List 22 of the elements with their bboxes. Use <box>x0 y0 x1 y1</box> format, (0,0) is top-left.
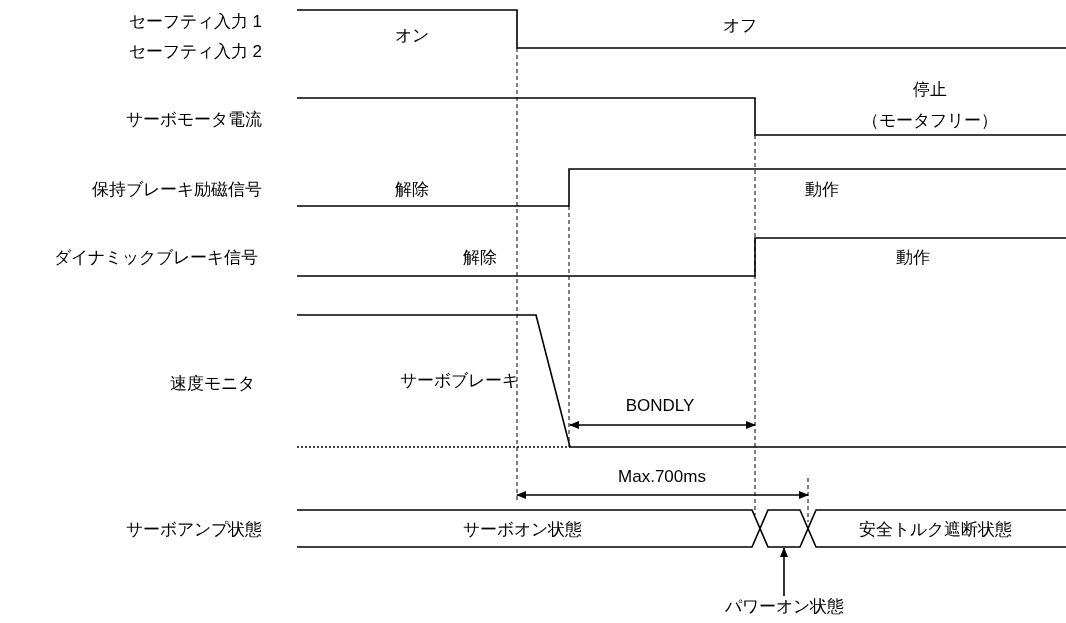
signal-name: セーフティ入力 1 <box>128 12 262 32</box>
state-label: サーボブレーキ <box>399 371 519 391</box>
dimension-label: Max.700ms <box>618 467 706 487</box>
state-label: （モータフリー） <box>862 111 998 131</box>
signal-name: サーボアンプ状態 <box>126 520 262 540</box>
state-label: オン <box>395 26 429 46</box>
leader-arrow <box>780 547 788 597</box>
signal-name: サーボモータ電流 <box>126 110 262 130</box>
state-label: サーボオン状態 <box>462 520 582 540</box>
state-label: 安全トルク遮断状態 <box>858 520 1012 540</box>
state-label: 解除 <box>395 180 429 200</box>
dimension-label: BONDLY <box>625 396 695 416</box>
signal-name: ダイナミックブレーキ信号 <box>54 248 258 268</box>
signal-name: 速度モニタ <box>170 374 255 394</box>
state-label: パワーオン状態 <box>724 596 844 618</box>
state-label: オフ <box>723 16 757 36</box>
state-label: 停止 <box>913 80 947 100</box>
state-label: 動作 <box>805 180 839 200</box>
state-label: 動作 <box>896 248 930 268</box>
signal-name: 保持ブレーキ励磁信号 <box>92 180 262 200</box>
signal-name: セーフティ入力 2 <box>128 42 262 62</box>
state-label: 解除 <box>463 248 497 268</box>
